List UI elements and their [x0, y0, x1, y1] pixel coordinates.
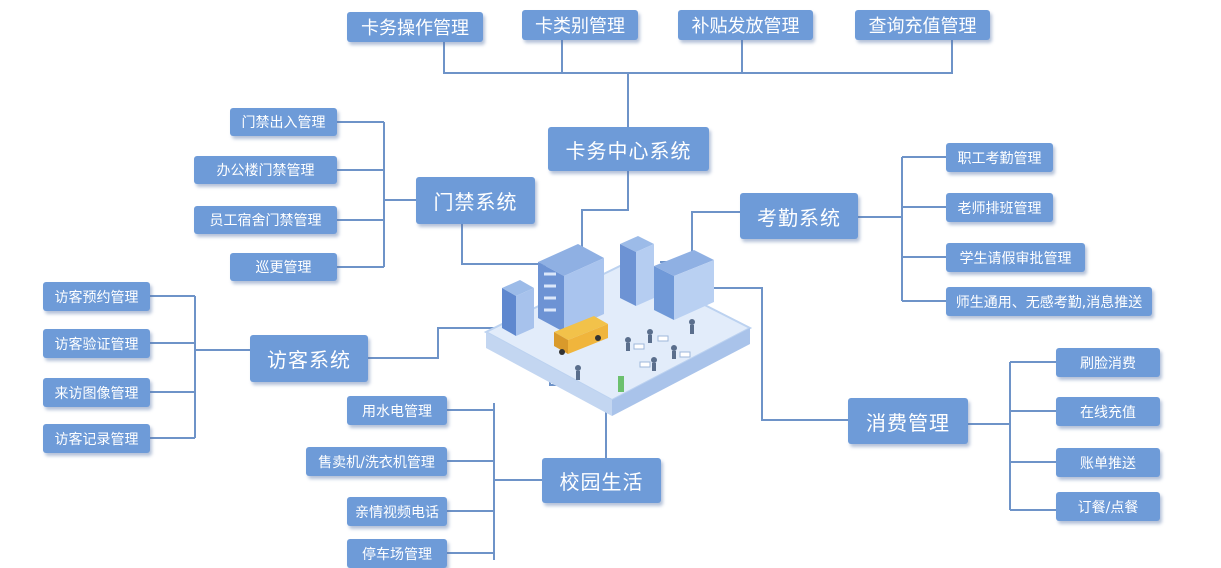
access-item-door-entry[interactable]: 门禁出入管理: [230, 108, 337, 136]
access-item-staff-dormitory[interactable]: 员工宿舍门禁管理: [194, 206, 337, 234]
consumption-management-node[interactable]: 消费管理: [848, 398, 968, 444]
consumption-item-online-recharge[interactable]: 在线充值: [1056, 397, 1160, 426]
consumption-item-face-pay[interactable]: 刷脸消费: [1056, 348, 1160, 377]
card-operation-management-node[interactable]: 卡务操作管理: [347, 12, 483, 42]
campus-item-vending-laundry[interactable]: 售卖机/洗衣机管理: [306, 447, 447, 476]
visitor-item-verification[interactable]: 访客验证管理: [43, 329, 150, 358]
visitor-item-records[interactable]: 访客记录管理: [43, 424, 150, 453]
isometric-campus-illustration: [483, 236, 753, 416]
access-item-office-building[interactable]: 办公楼门禁管理: [194, 156, 337, 184]
access-item-patrol[interactable]: 巡更管理: [230, 253, 337, 281]
subsidy-issue-management-node[interactable]: 补贴发放管理: [678, 10, 813, 40]
campus-item-video-call[interactable]: 亲情视频电话: [347, 497, 447, 526]
attendance-item-teacher-schedule[interactable]: 老师排班管理: [946, 193, 1053, 222]
campus-life-node[interactable]: 校园生活: [542, 458, 661, 503]
consumption-item-meal-order[interactable]: 订餐/点餐: [1056, 492, 1160, 521]
attendance-item-student-leave[interactable]: 学生请假审批管理: [946, 243, 1085, 272]
visitor-item-appointment[interactable]: 访客预约管理: [43, 282, 150, 311]
attendance-item-staff[interactable]: 职工考勤管理: [946, 143, 1053, 172]
campus-item-utilities[interactable]: 用水电管理: [347, 396, 447, 425]
consumption-item-bill-push[interactable]: 账单推送: [1056, 448, 1160, 477]
visitor-item-image[interactable]: 来访图像管理: [43, 378, 150, 407]
query-recharge-management-node[interactable]: 查询充值管理: [855, 10, 990, 40]
campus-item-parking[interactable]: 停车场管理: [347, 539, 447, 568]
attendance-item-notification[interactable]: 师生通用、无感考勤,消息推送: [946, 287, 1152, 316]
card-category-management-node[interactable]: 卡类别管理: [522, 10, 638, 40]
access-control-system-node[interactable]: 门禁系统: [416, 177, 535, 224]
visitor-system-node[interactable]: 访客系统: [250, 335, 368, 382]
attendance-system-node[interactable]: 考勤系统: [740, 193, 858, 239]
card-center-system-node[interactable]: 卡务中心系统: [548, 127, 709, 171]
